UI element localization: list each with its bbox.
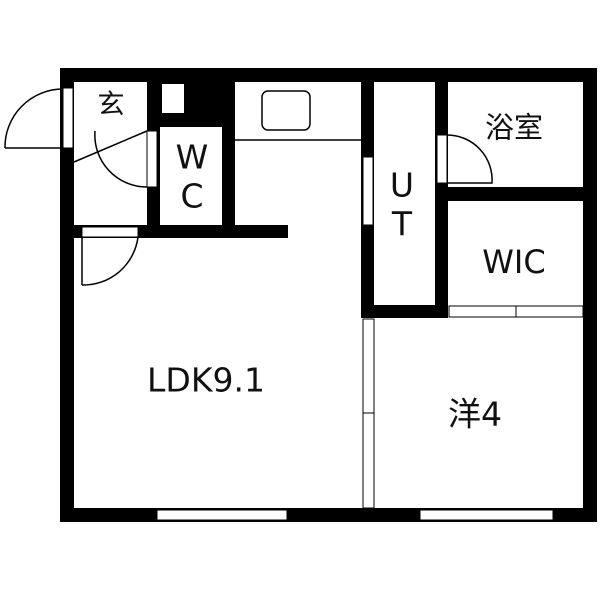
room-label-wc-bottom: C bbox=[180, 176, 204, 216]
room-label-ldk: LDK9.1 bbox=[147, 360, 265, 400]
room-label-utility-top: U bbox=[389, 165, 415, 205]
pipe-shaft bbox=[162, 84, 184, 113]
kitchen-counter bbox=[235, 90, 361, 141]
room-label-western-room: 洋4 bbox=[448, 394, 502, 434]
room-label-bath: 浴室 bbox=[484, 110, 544, 145]
room-label-closet: WIC bbox=[482, 243, 546, 281]
room-label-utility-bottom: T bbox=[391, 204, 413, 244]
openings bbox=[62, 87, 584, 521]
sink bbox=[261, 90, 311, 131]
room-label-wc-top: W bbox=[175, 137, 209, 177]
door-swings bbox=[4, 88, 493, 286]
room-label-entrance: 玄 bbox=[97, 89, 125, 121]
